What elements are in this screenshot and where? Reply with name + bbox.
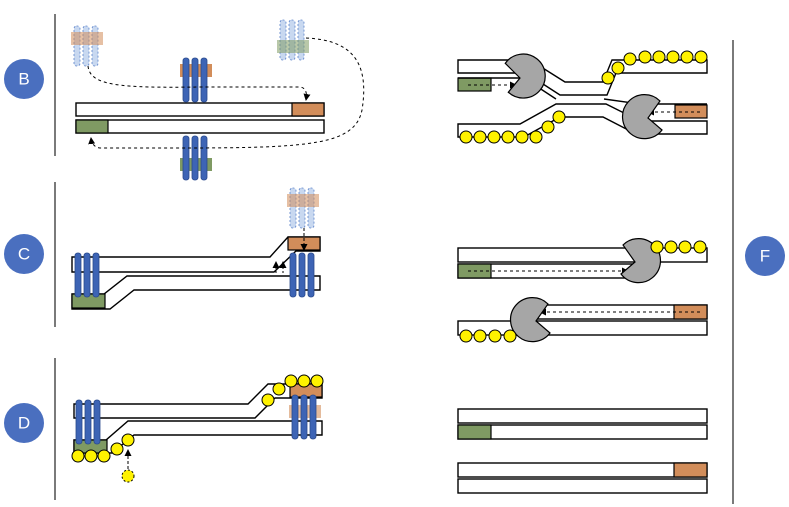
yellow-bead-icon: [284, 374, 298, 388]
yellow-bead-icon: [541, 120, 555, 134]
clamp-protein-faded-icon: [287, 187, 319, 229]
yellow-bead-icon: [487, 130, 501, 144]
yellow-bead-icon: [678, 240, 692, 254]
panel-f: [457, 49, 708, 494]
yellow-bead-icon: [503, 329, 517, 343]
yellow-bead-chain: [261, 374, 324, 407]
yellow-bead-icon: [84, 449, 98, 463]
dna-strand-top: [457, 408, 708, 424]
yellow-bead-chain: [459, 110, 566, 144]
dna-strand-bottom: [457, 424, 708, 440]
clamp-protein-icon: [289, 252, 315, 298]
clamp-protein-icon: [180, 135, 212, 181]
yellow-bead-icon: [623, 52, 637, 66]
clamp-protein-faded-icon: [71, 25, 103, 67]
yellow-bead-chain: [650, 240, 707, 254]
yellow-bead-chain: [459, 329, 517, 343]
yellow-bead-icon: [473, 130, 487, 144]
yellow-bead-icon: [694, 50, 708, 64]
panel-c: [71, 187, 321, 310]
yellow-bead-icon: [459, 329, 473, 343]
yellow-bead-icon: [552, 110, 566, 124]
yellow-bead-icon: [611, 61, 625, 75]
dna-strand-top: [457, 462, 708, 478]
dna-strand-top: [75, 102, 325, 117]
yellow-bead-icon: [666, 50, 680, 64]
yellow-bead-icon: [501, 130, 515, 144]
yellow-bead-icon: [529, 130, 543, 144]
yellow-bead-icon: [272, 382, 286, 396]
yellow-bead-icon: [652, 50, 666, 64]
yellow-bead-icon: [459, 130, 473, 144]
yellow-bead-icon: [488, 329, 502, 343]
panel-c-badge: C: [4, 234, 44, 274]
yellow-bead-icon: [473, 329, 487, 343]
clamp-protein-icon: [289, 394, 321, 440]
yellow-bead-icon: [680, 50, 694, 64]
flap-orange: [673, 304, 708, 320]
yellow-bead-icon: [650, 240, 664, 254]
dna-strand-bottom: [71, 275, 321, 310]
yellow-bead-faded-icon: [121, 469, 135, 483]
yellow-bead-icon: [110, 442, 124, 456]
panel-d-badge: D: [4, 403, 44, 443]
polymerase-icon: [621, 94, 663, 140]
flap-orange: [673, 462, 708, 478]
dna-strand-bottom: [457, 478, 708, 494]
yellow-bead-icon: [693, 240, 707, 254]
yellow-bead-chain: [601, 50, 708, 85]
panel-b-label: B: [18, 70, 29, 89]
primer-green: [75, 119, 109, 134]
dashed-arrow-icon: [87, 65, 311, 101]
yellow-bead-icon: [261, 393, 275, 407]
yellow-bead-icon: [71, 449, 85, 463]
clamp-protein-icon: [75, 399, 101, 445]
polymerase-icon: [501, 49, 550, 102]
yellow-bead-icon: [310, 374, 324, 388]
yellow-bead-icon: [638, 50, 652, 64]
dna-strand-top: [71, 236, 321, 273]
panel-c-label: C: [18, 245, 30, 264]
yellow-bead-icon: [664, 240, 678, 254]
yellow-bead-icon: [97, 449, 111, 463]
clamp-protein-icon: [180, 57, 212, 103]
yellow-bead-icon: [297, 374, 311, 388]
panel-b-badge: B: [4, 59, 44, 99]
panel-d-label: D: [18, 414, 30, 433]
panel-b: [71, 19, 365, 181]
yellow-bead-chain: [71, 433, 135, 463]
clamp-protein-faded-icon: [277, 19, 309, 61]
panel-f-badge: F: [745, 236, 785, 276]
dashed-arrow-icon: [88, 37, 365, 149]
panel-d: [71, 374, 324, 483]
dna-strand-top: [73, 383, 323, 419]
flap-orange: [291, 102, 325, 117]
yellow-bead-icon: [515, 130, 529, 144]
yellow-bead-icon: [121, 433, 135, 447]
yellow-bead-icon: [601, 71, 615, 85]
panel-f-label: F: [760, 247, 770, 266]
clamp-protein-icon: [74, 252, 100, 298]
dna-strand-bottom: [75, 119, 325, 134]
primer-green: [457, 424, 492, 440]
